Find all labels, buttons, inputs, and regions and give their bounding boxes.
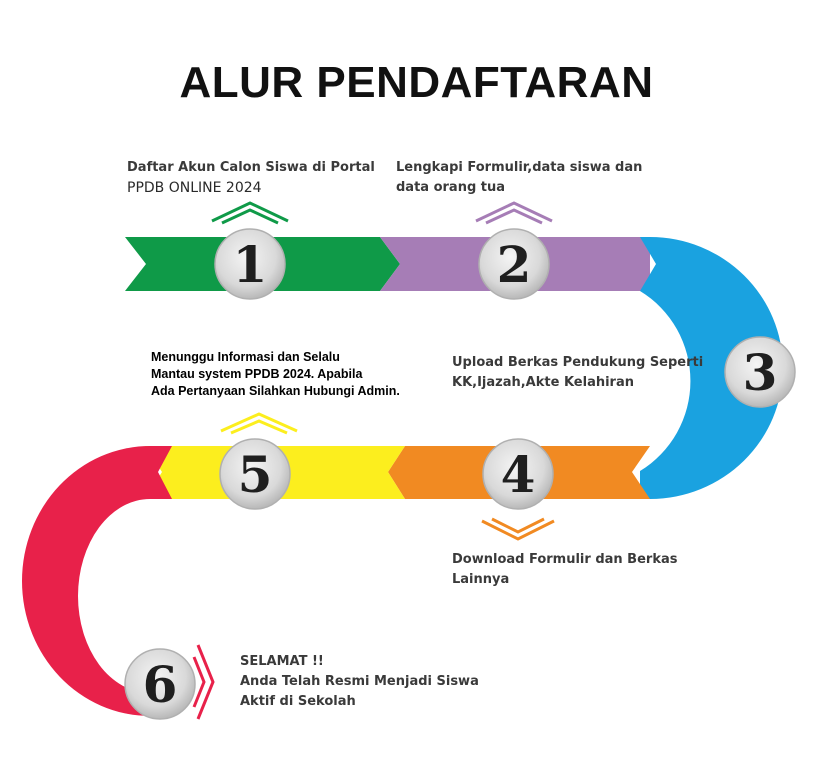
- step-5-number: 5: [238, 445, 273, 504]
- step-5-line-1: Menunggu Informasi dan Selalu: [151, 350, 340, 364]
- step-1-badge: 1: [214, 228, 286, 300]
- step-5-badge: 5: [219, 438, 291, 510]
- step-4-badge: 4: [482, 438, 554, 510]
- step-5-line-3: Ada Pertanyaan Silahkan Hubungi Admin.: [151, 384, 400, 398]
- chevron-up-icon-5: [220, 412, 298, 435]
- step-6-line-1: SELAMAT !!: [240, 654, 324, 669]
- chevron-left-icon-3: [701, 332, 725, 404]
- step-2-line-2: data orang tua: [396, 180, 506, 195]
- step-2-label: Lengkapi Formulir,data siswa dan data or…: [396, 158, 642, 198]
- step-6-line-3: Aktif di Sekolah: [240, 694, 356, 709]
- chevron-right-icon-6: [192, 644, 215, 720]
- step-3-label: Upload Berkas Pendukung Seperti KK,Ijaza…: [452, 353, 703, 393]
- step-2-line-1: Lengkapi Formulir,data siswa dan: [396, 160, 643, 175]
- step-2-number: 2: [497, 235, 532, 294]
- chevron-down-icon-4: [481, 517, 555, 541]
- step-6-label: SELAMAT !! Anda Telah Resmi Menjadi Sisw…: [240, 652, 479, 712]
- step-6-badge: 6: [124, 648, 196, 720]
- step-1-line-2: PPDB ONLINE 2024: [127, 180, 262, 196]
- step-3-badge: 3: [724, 336, 796, 408]
- step-5-label: Menunggu Informasi dan Selalu Mantau sys…: [151, 349, 400, 400]
- step-1-label: Daftar Akun Calon Siswa di Portal PPDB O…: [127, 158, 375, 198]
- step-6-line-2: Anda Telah Resmi Menjadi Siswa: [240, 674, 479, 689]
- step-1-number: 1: [233, 235, 268, 294]
- chevron-up-icon-1: [211, 201, 289, 225]
- step-4-number: 4: [501, 445, 536, 504]
- step-5-line-2: Mantau system PPDB 2024. Apabila: [151, 367, 363, 381]
- step-4-line-2: Lainnya: [452, 572, 510, 587]
- step-4-label: Download Formulir dan Berkas Lainnya: [452, 550, 677, 590]
- step-3-number: 3: [743, 343, 778, 402]
- step-3-line-2: KK,Ijazah,Akte Kelahiran: [452, 375, 634, 390]
- step-4-line-1: Download Formulir dan Berkas: [452, 552, 678, 567]
- step-2-badge: 2: [478, 228, 550, 300]
- step-1-line-1: Daftar Akun Calon Siswa di Portal: [127, 160, 375, 175]
- chevron-up-icon-2: [475, 201, 553, 225]
- page-title: ALUR PENDAFTARAN: [179, 58, 654, 107]
- step-6-number: 6: [143, 655, 178, 714]
- segment-6: [22, 446, 172, 716]
- step-3-line-1: Upload Berkas Pendukung Seperti: [452, 355, 704, 370]
